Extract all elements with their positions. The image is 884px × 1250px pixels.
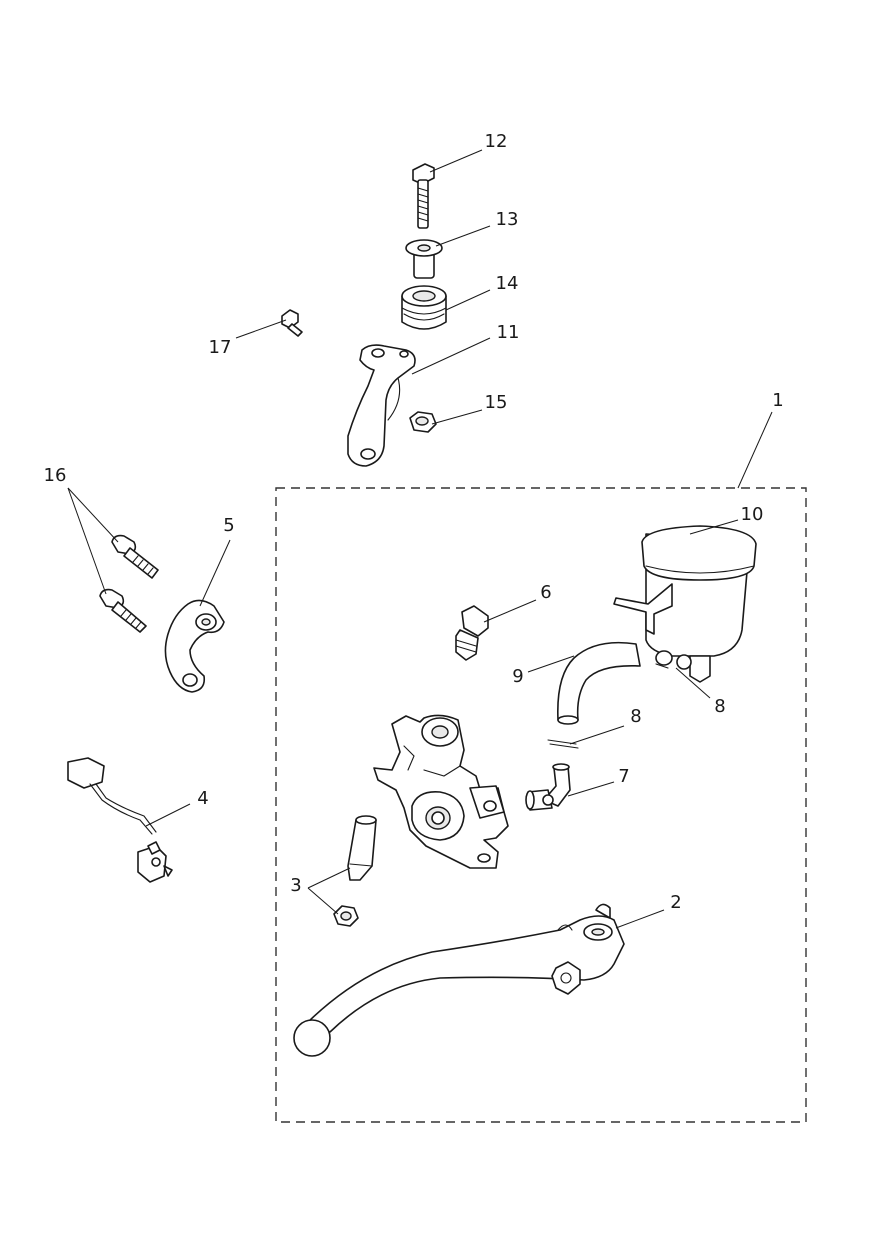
hose-9	[557, 641, 641, 725]
callout-4: 4	[197, 788, 208, 809]
brake-lever-2	[293, 903, 625, 1057]
callout-9: 9	[512, 666, 523, 687]
handlebar-clamp-5	[164, 599, 225, 693]
screw-17	[281, 309, 303, 337]
callout-labels: 1 2 3 4 5 6 7 8 8 9 10 11 12 13 14 15 16…	[44, 131, 784, 913]
cap-screw-16-upper	[111, 534, 159, 579]
callout-8-lower: 8	[630, 706, 641, 727]
callout-1: 1	[772, 390, 783, 411]
master-cylinder-body	[373, 714, 509, 869]
callout-10: 10	[741, 504, 764, 525]
nut-15	[409, 411, 437, 433]
callout-13: 13	[496, 209, 519, 230]
pivot-pin-3	[347, 815, 377, 881]
callout-8-upper: 8	[714, 696, 725, 717]
callout-2: 2	[670, 892, 681, 913]
bolt-12	[412, 163, 435, 229]
hose-fitting-6	[455, 605, 489, 661]
kit-dashed-outline	[275, 487, 807, 1123]
callout-6: 6	[540, 582, 551, 603]
callout-7: 7	[618, 766, 629, 787]
callout-3: 3	[290, 875, 301, 896]
callout-5: 5	[223, 515, 234, 536]
pivot-nut-3	[333, 905, 359, 927]
callout-11: 11	[497, 322, 520, 343]
callout-14: 14	[496, 273, 519, 294]
callout-12: 12	[485, 131, 508, 152]
callout-17: 17	[209, 337, 232, 358]
leader-lines	[67, 149, 773, 929]
hose-clip-8-lower	[547, 739, 579, 749]
reservoir-10	[613, 525, 757, 683]
bracket-11	[347, 344, 416, 467]
cap-screw-16-lower	[99, 588, 147, 633]
grommet-14	[401, 285, 447, 330]
collar-13	[405, 239, 443, 279]
elbow-fitting-7	[525, 763, 571, 811]
callout-16: 16	[44, 465, 67, 486]
callout-15: 15	[485, 392, 508, 413]
brake-switch-4	[67, 757, 173, 883]
hose-clip-8-upper	[655, 650, 692, 670]
